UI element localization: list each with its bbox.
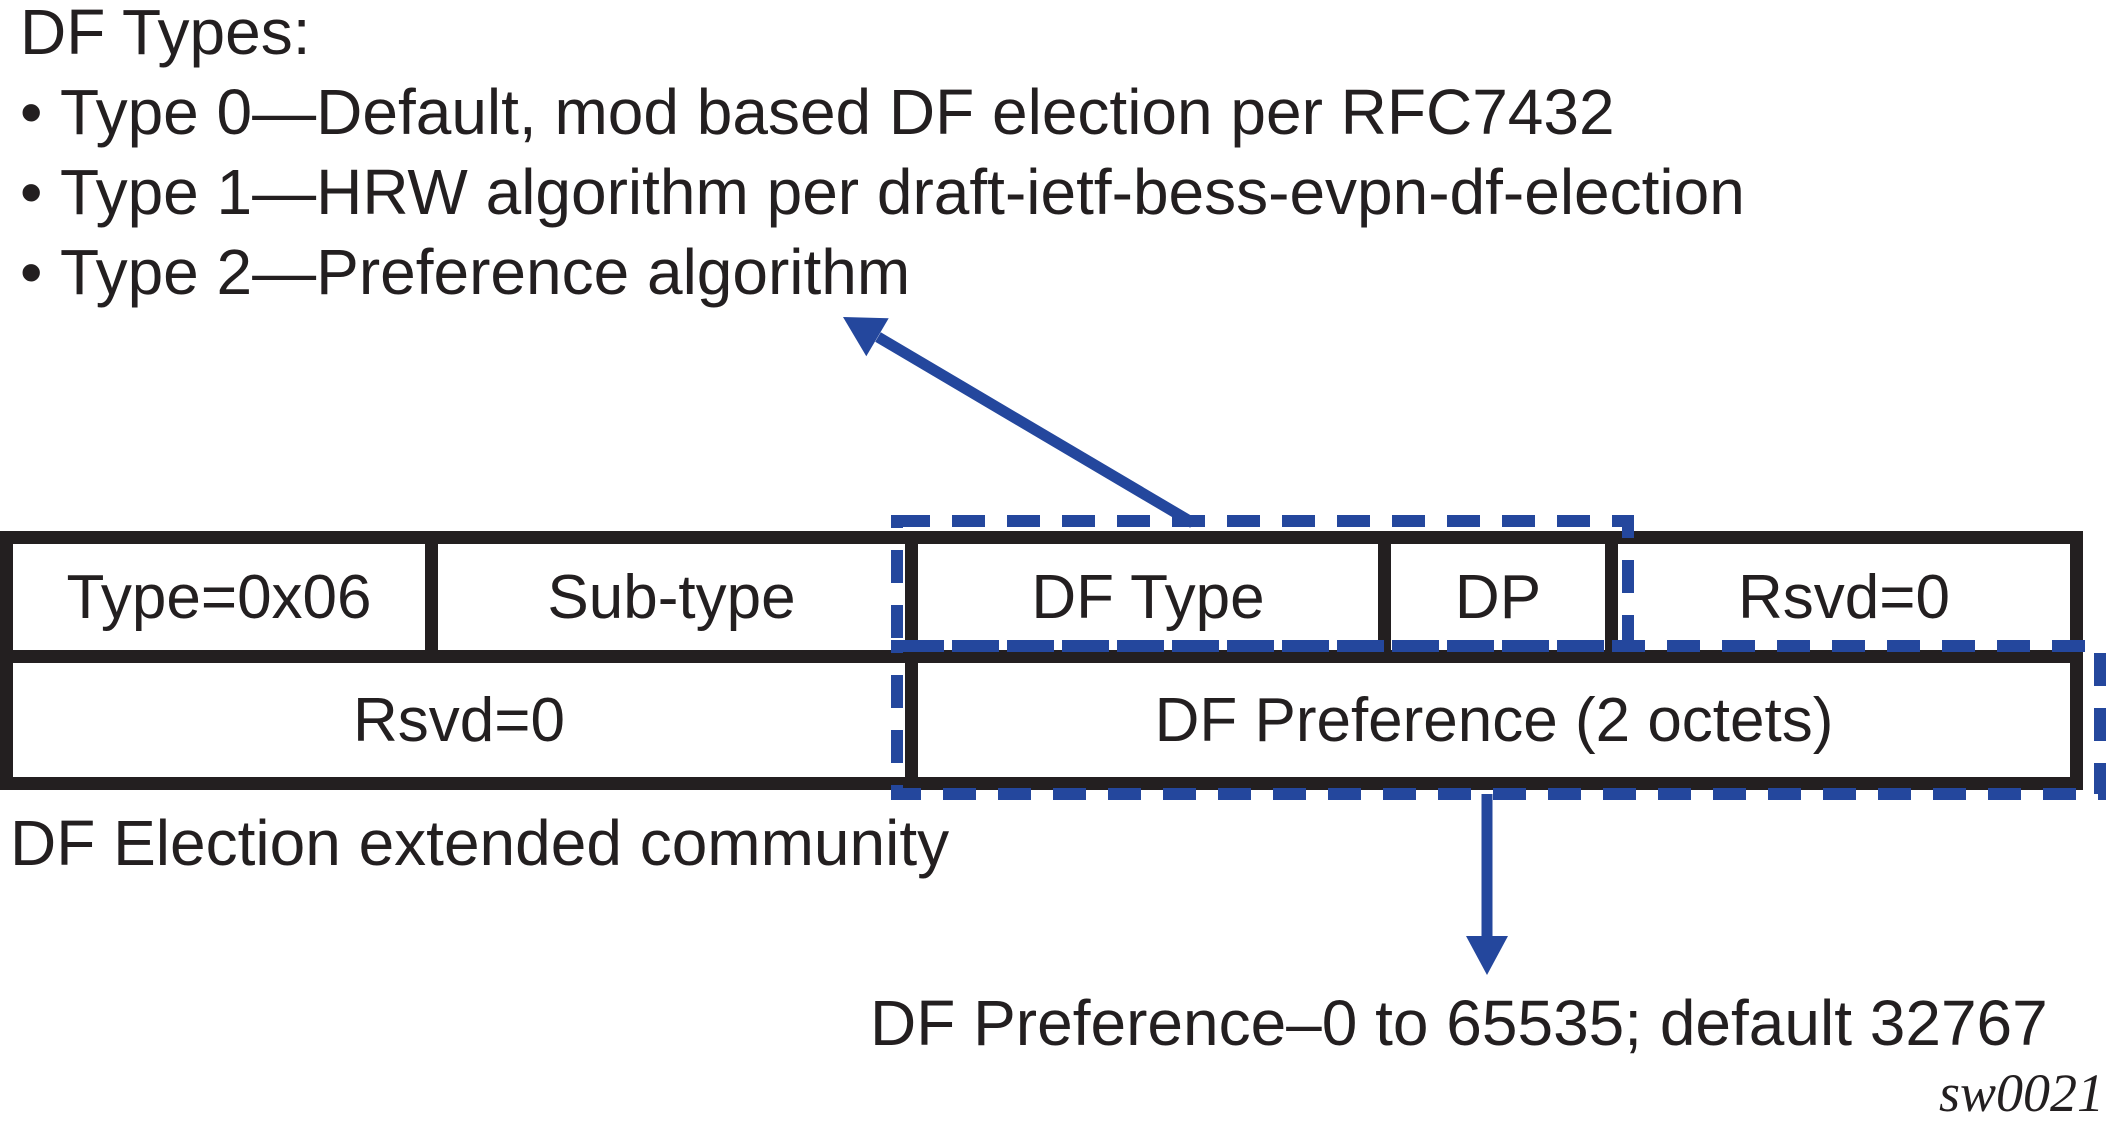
field-df-preference: DF Preference (2 octets) (918, 663, 2070, 777)
figure-code: sw0021 (1938, 1063, 2104, 1123)
packet-diagram-table: Type=0x06 Sub-type DF Type DP Rsvd=0 Rsv… (0, 531, 2083, 790)
df-type-item-1-label: Type 1—HRW algorithm per draft-ietf-bess… (60, 156, 1745, 228)
df-type-item-1: • Type 1—HRW algorithm per draft-ietf-be… (20, 152, 1745, 232)
bullet-icon: • (20, 76, 43, 148)
df-preference-pointer-arrow (1466, 794, 1508, 975)
packet-row-2: Rsvd=0 DF Preference (2 octets) (13, 663, 2070, 777)
df-type-item-2: • Type 2—Preference algorithm (20, 232, 1745, 312)
df-type-item-2-label: Type 2—Preference algorithm (60, 236, 911, 308)
diagram-caption: DF Election extended community (10, 807, 950, 879)
packet-row-1: Type=0x06 Sub-type DF Type DP Rsvd=0 (13, 544, 2070, 650)
field-type: Type=0x06 (13, 544, 425, 650)
field-rsvd-1: Rsvd=0 (1618, 544, 2070, 650)
df-types-title: DF Types: (20, 0, 311, 68)
df-types-list: DF Types: • Type 0—Default, mod based DF… (20, 0, 1745, 312)
df-preference-note: DF Preference–0 to 65535; default 32767 (870, 987, 2048, 1059)
bullet-icon: • (20, 156, 43, 228)
df-type-item-0: • Type 0—Default, mod based DF election … (20, 72, 1745, 152)
field-df-type: DF Type (918, 544, 1378, 650)
bullet-icon: • (20, 236, 43, 308)
arrowhead-icon (1466, 936, 1508, 975)
df-type-pointer-arrow (843, 317, 1196, 528)
field-sub-type: Sub-type (438, 544, 905, 650)
arrowhead-icon (843, 317, 889, 357)
field-dp: DP (1391, 544, 1605, 650)
field-rsvd-2: Rsvd=0 (13, 663, 905, 777)
df-type-item-0-label: Type 0—Default, mod based DF election pe… (60, 76, 1615, 148)
